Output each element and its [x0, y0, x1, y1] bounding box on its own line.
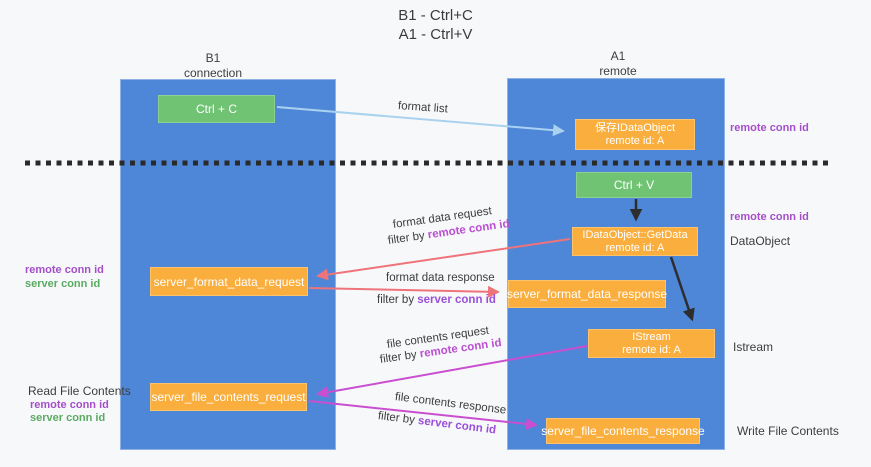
node-istream-line1: IStream — [632, 330, 671, 343]
title-line-1: B1 - Ctrl+C — [398, 7, 473, 24]
lane-header-a1-name: A1 — [610, 49, 626, 63]
edge-label-format-data-response-filter: filter by server conn id — [377, 294, 496, 306]
edge-label-format-list: format list — [397, 100, 449, 116]
arrow-format-data-response — [308, 285, 500, 298]
annotation-remote-conn-id-mid: remote conn id — [730, 211, 809, 223]
annotation-remote-conn-id-top: remote conn id — [730, 122, 809, 134]
annotation-dataobject: DataObject — [730, 234, 791, 248]
node-ctrl-v-label: Ctrl + V — [613, 178, 655, 192]
filter-by-text: filter by — [379, 348, 421, 366]
lane-header-a1-role: remote — [599, 64, 637, 78]
lane-header-a1: A1 remote — [553, 49, 683, 79]
node-istream-line2: remote id: A — [622, 343, 681, 356]
node-ctrl-c-label: Ctrl + C — [195, 102, 237, 116]
diagram-title: B1 - Ctrl+C A1 - Ctrl+V — [0, 6, 871, 44]
lane-header-b1: B1 connection — [148, 51, 278, 81]
node-idataobject-getdata-line2: remote id: A — [605, 241, 665, 254]
node-server-file-contents-response-label: server_file_contents_response — [541, 424, 705, 438]
annotation-read-file-contents: Read File Contents — [28, 384, 131, 398]
lane-header-b1-role: connection — [183, 66, 243, 80]
node-ctrl-c: Ctrl + C — [158, 95, 275, 123]
annotation-left2-remote-conn-id: remote conn id — [30, 399, 109, 411]
filter-server-conn-id: server conn id — [417, 414, 497, 437]
annotation-left2-server-conn-id: server conn id — [30, 412, 106, 424]
node-server-file-contents-response: server_file_contents_response — [541, 418, 705, 444]
annotation-write-file-contents: Write File Contents — [737, 424, 839, 438]
annotation-left1-server-conn-id: server conn id — [25, 278, 101, 290]
node-server-format-data-request-label: server_format_data_request — [153, 274, 305, 289]
node-server-file-contents-request: server_file_contents_request — [150, 383, 307, 411]
filter-by-text: filter by — [377, 294, 418, 306]
title-line-2: A1 - Ctrl+V — [398, 26, 473, 43]
node-idataobject-getdata: IDataObject::GetData remote id: A — [572, 227, 698, 256]
node-save-idataobject-line2: remote id: A — [605, 134, 665, 147]
annotation-left1-remote-conn-id: remote conn id — [25, 264, 104, 276]
annotation-istream: Istream — [733, 340, 774, 354]
filter-server-conn-id: server conn id — [417, 294, 496, 306]
node-server-format-data-response-label: server_format_data_response — [506, 287, 668, 301]
node-server-format-data-request: server_format_data_request — [150, 267, 308, 296]
node-server-format-data-response: server_format_data_response — [506, 280, 668, 308]
node-save-idataobject-line1: 保存IDataObject — [594, 121, 676, 134]
node-ctrl-v: Ctrl + V — [576, 172, 692, 198]
filter-by-text: filter by — [377, 410, 419, 427]
edge-label-file-contents-response-filter: filter by server conn id — [377, 410, 496, 436]
edge-label-format-data-response: format data response — [386, 272, 495, 284]
edge-label-file-contents-response: file contents response — [394, 391, 507, 417]
node-istream: IStream remote id: A — [588, 329, 715, 358]
node-idataobject-getdata-line1: IDataObject::GetData — [582, 228, 688, 241]
lane-header-b1-name: B1 — [205, 51, 221, 65]
node-server-file-contents-request-label: server_file_contents_request — [151, 390, 306, 404]
filter-by-text: filter by — [387, 229, 429, 247]
node-save-idataobject: 保存IDataObject remote id: A — [575, 119, 695, 150]
